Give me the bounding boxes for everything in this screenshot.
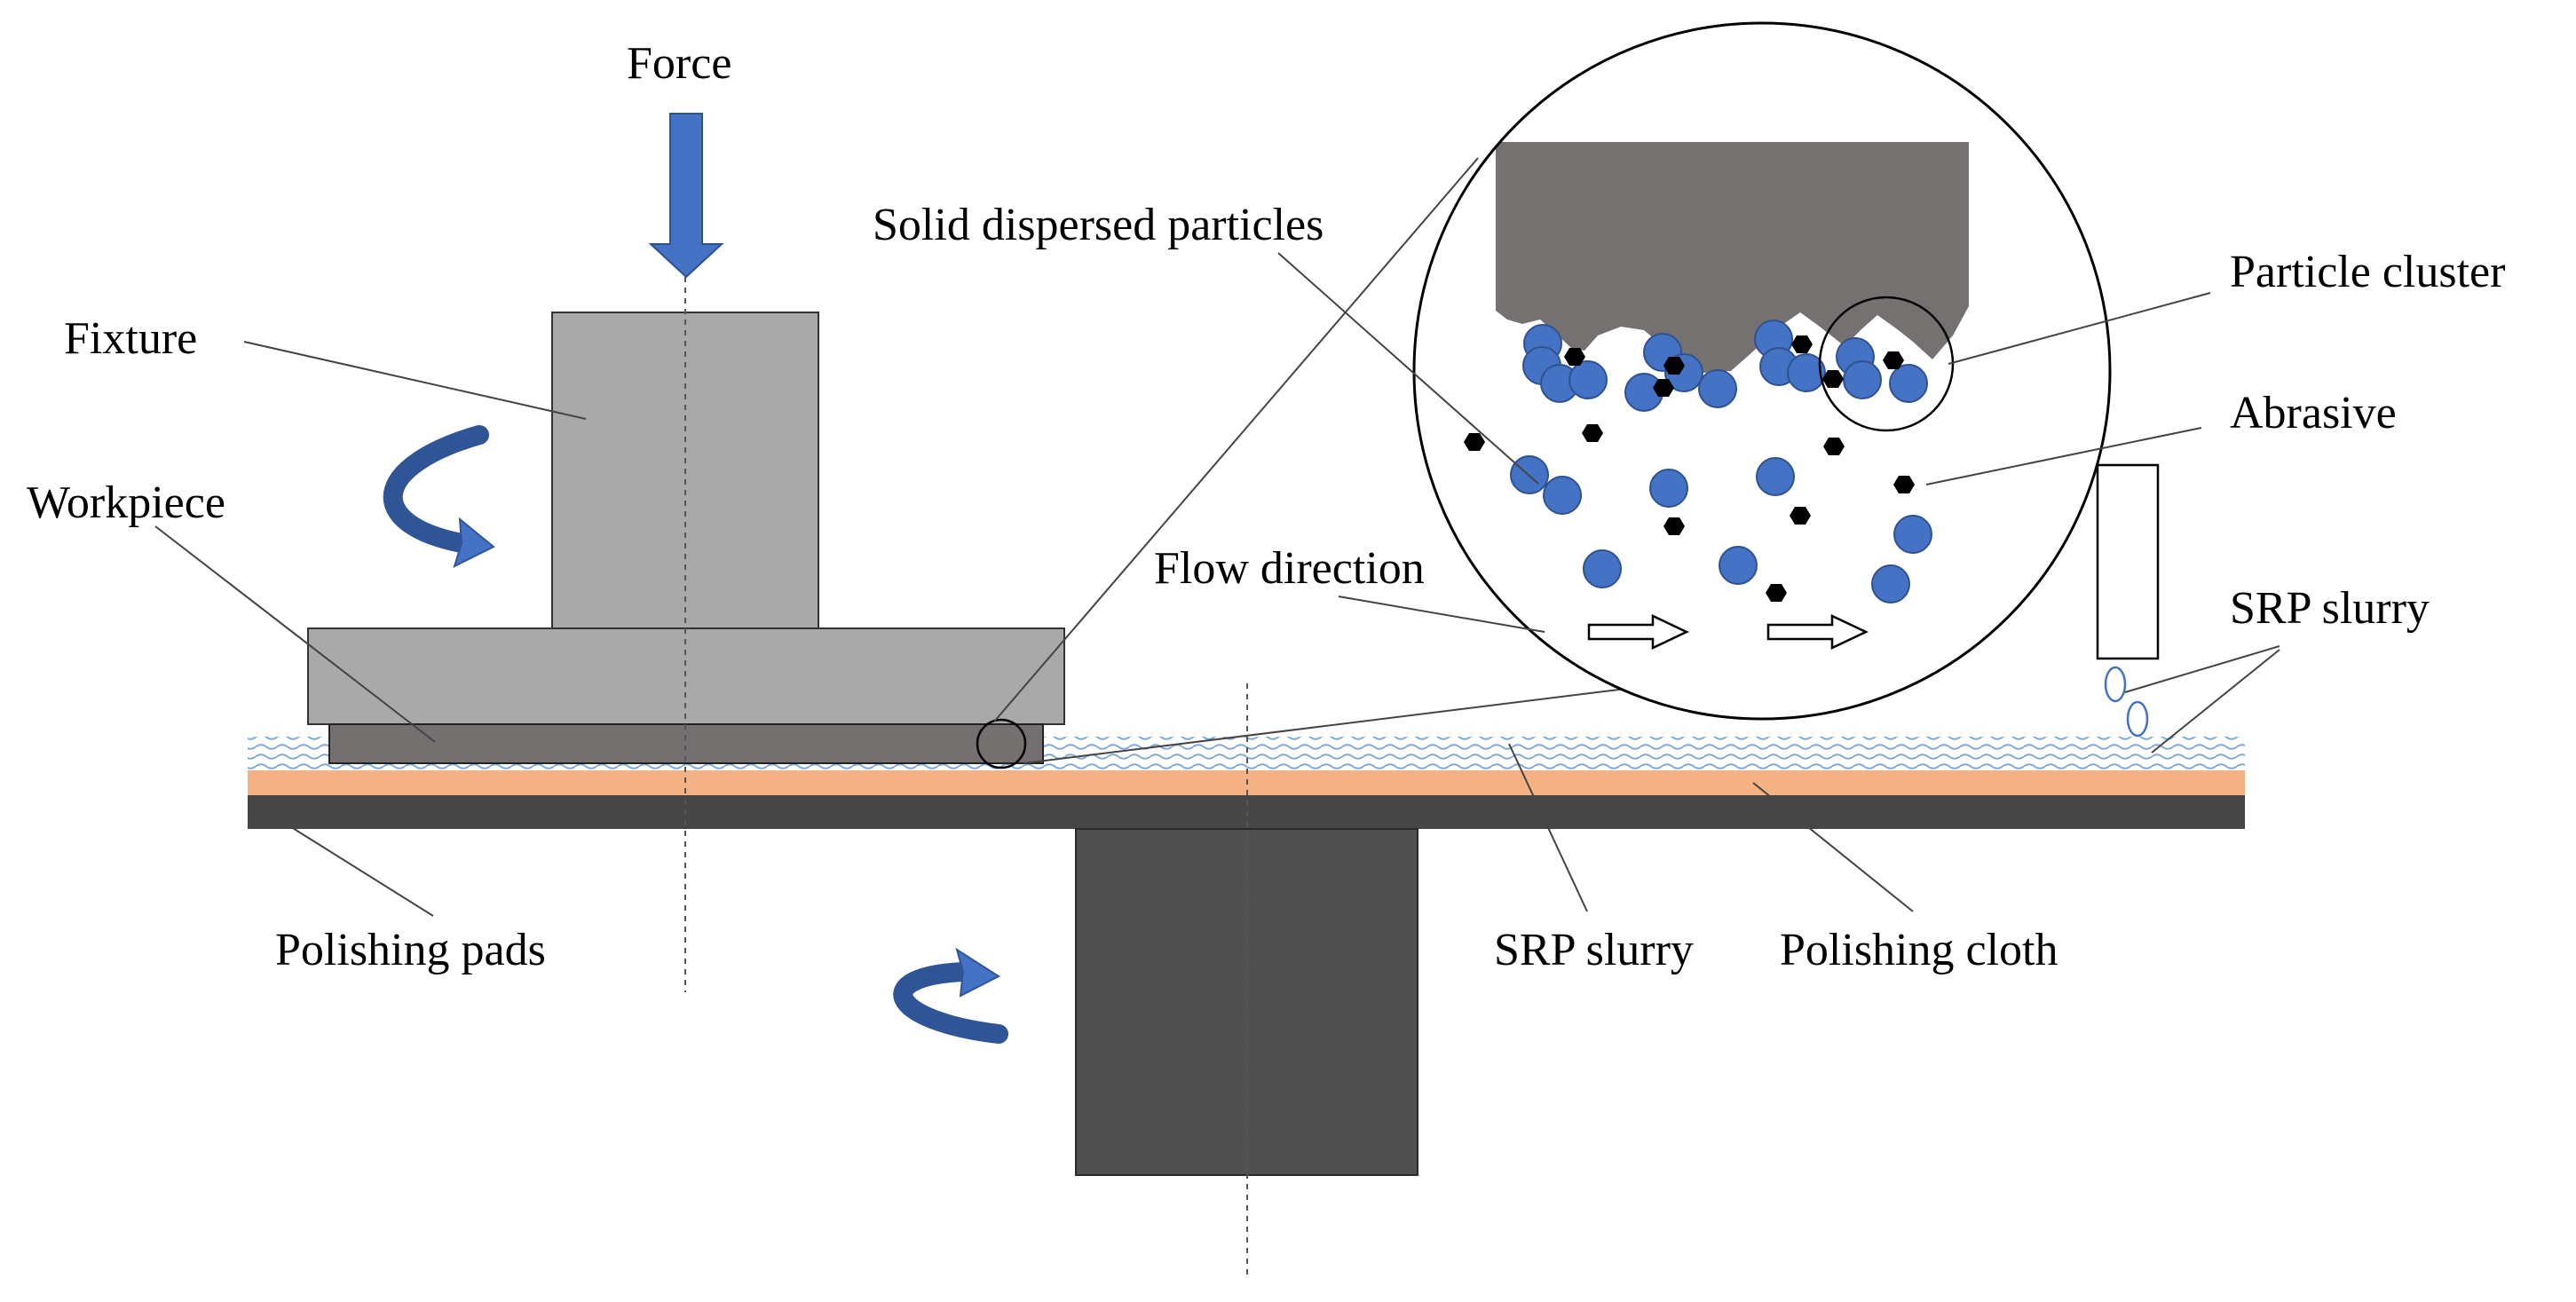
flow-arrow-2 [1766, 614, 1869, 650]
zoom-leader-upper [993, 157, 1479, 722]
label-abrasive: Abrasive [2230, 388, 2397, 438]
label-srp-slurry-right: SRP slurry [2230, 583, 2430, 634]
rotation-arrow-fixture [383, 425, 495, 568]
label-particle-cluster: Particle cluster [2230, 247, 2505, 297]
leader-srp-slurry-surface [2151, 649, 2280, 754]
slurry-droplet-2 [2126, 700, 2149, 738]
rotation-arrow-base [893, 947, 1008, 1044]
leader-srp-slurry-droplet [2124, 645, 2280, 693]
zoom-detail [1412, 21, 2112, 721]
zoom-leader-lower [1023, 687, 1634, 764]
leader-polishing-cloth [1752, 782, 1914, 912]
flow-arrow-1 [1587, 614, 1689, 650]
leader-solid-particles [1277, 252, 1539, 485]
label-srp-slurry-bottom: SRP slurry [1494, 925, 1694, 975]
slurry-droplet-1 [2104, 666, 2127, 703]
label-fixture: Fixture [64, 313, 197, 364]
leader-polishing-pads [288, 825, 434, 917]
particle-cluster-ring [1818, 296, 1955, 432]
force-arrow [648, 113, 724, 279]
leader-flow-direction [1338, 596, 1545, 633]
label-polishing-cloth: Polishing cloth [1780, 925, 2058, 975]
leader-particle-cluster [1948, 292, 2211, 365]
leader-abrasive [1925, 427, 2202, 485]
label-flow-direction: Flow direction [1154, 543, 1425, 594]
leader-srp-slurry-bottom [1508, 743, 1588, 912]
zoom-circle-outline [1412, 21, 2112, 721]
zoom-tool-surface [1496, 142, 1969, 373]
label-polishing-pads: Polishing pads [275, 925, 546, 975]
solid-particles [1510, 320, 1932, 604]
abrasive-particles [1464, 335, 1915, 602]
label-solid-dispersed-particles: Solid dispersed particles [873, 200, 1324, 250]
detail-marker-circle [976, 718, 1027, 769]
label-workpiece: Workpiece [27, 477, 225, 528]
slurry-nozzle [2096, 463, 2160, 660]
leader-workpiece [154, 525, 436, 743]
leader-fixture [243, 341, 587, 420]
label-force: Force [627, 38, 731, 89]
